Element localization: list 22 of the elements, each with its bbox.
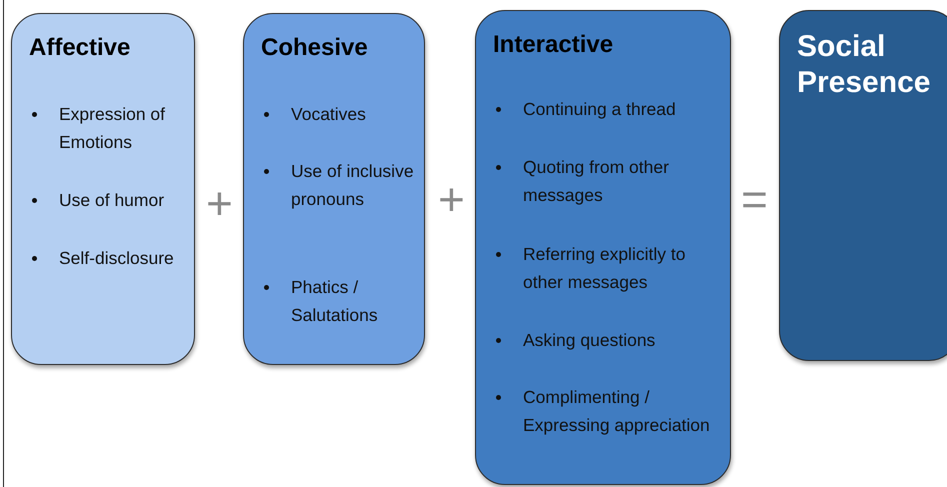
bullet-item: Quoting from other messages (493, 153, 726, 209)
box-heading: Social Presence (797, 29, 932, 101)
bullet-item: Use of humor (29, 186, 190, 214)
operator-sign: + (206, 180, 233, 226)
bullet-item: Vocatives (261, 100, 420, 128)
rounded-box (243, 13, 425, 365)
operator-sign: + (438, 176, 465, 222)
box-heading: Affective (29, 34, 132, 63)
bullet-item: Asking questions (493, 326, 726, 354)
bullet-item: Self-disclosure (29, 244, 190, 272)
bullet-item: Complimenting / Expressing appreciation (493, 383, 726, 439)
rounded-box (475, 10, 731, 485)
box-heading: Interactive (493, 31, 614, 60)
bullet-item: Referring explicitly to other messages (493, 240, 726, 296)
rounded-box (11, 13, 195, 365)
bullet-item: Continuing a thread (493, 95, 726, 123)
rounded-box (779, 10, 947, 361)
bullet-item: Use of inclusive pronouns (261, 157, 420, 213)
box-heading: Cohesive (261, 34, 369, 63)
operator-sign: = (741, 176, 768, 222)
bullet-item: Expression of Emotions (29, 100, 190, 156)
bullet-item: Phatics / Salutations (261, 273, 420, 329)
